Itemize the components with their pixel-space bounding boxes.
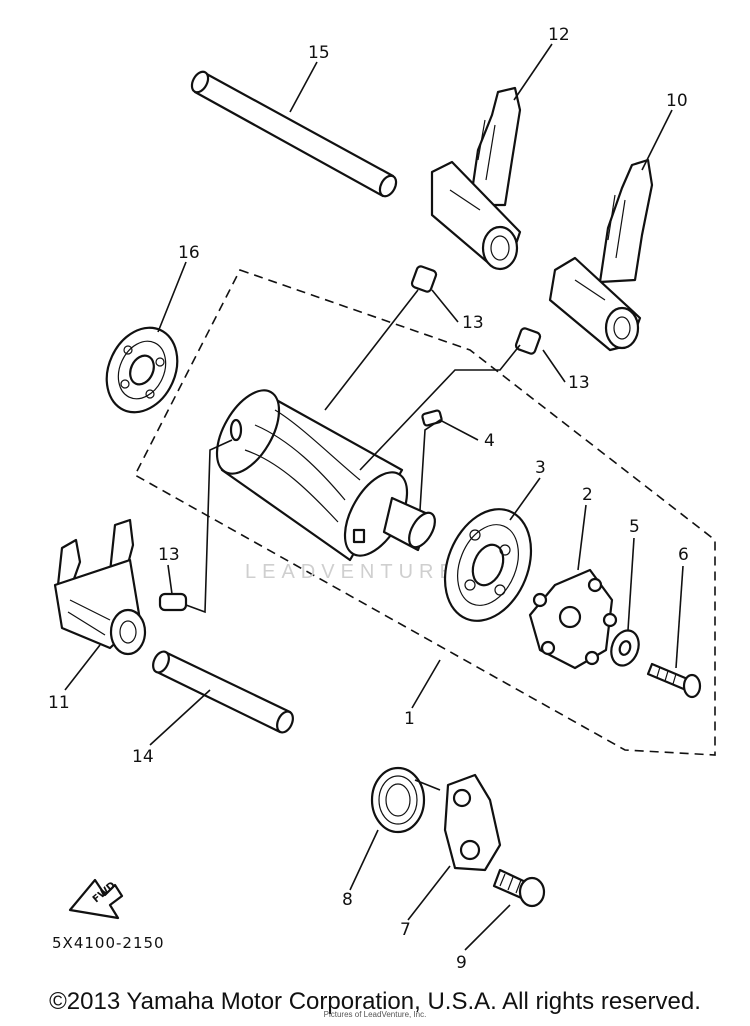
callout-6: 6 [678, 545, 689, 565]
leader-13b [359, 344, 566, 471]
part-15-shaft [190, 70, 398, 198]
part-8-spring [370, 766, 441, 834]
leader-14 [149, 689, 211, 746]
fwd-arrow-icon: FWD [68, 878, 124, 920]
part-5-washer [610, 629, 640, 667]
part-6-screw [646, 662, 702, 699]
callout-11: 11 [48, 693, 70, 713]
callout-4: 4 [484, 431, 495, 451]
part-16-bearing [105, 326, 179, 414]
part-12-shift-fork [430, 86, 522, 271]
leader-2 [577, 504, 587, 571]
callout-5: 5 [629, 517, 640, 537]
part-14-shaft [152, 650, 294, 734]
part-7-stopper-lever [443, 773, 502, 872]
part-2-segment [528, 568, 618, 670]
leader-13a [324, 289, 459, 411]
callout-10: 10 [666, 91, 688, 111]
copyright-subline: Pictures of LeadVenture, Inc. [323, 1010, 427, 1019]
leader-7 [407, 865, 451, 921]
part-3-bearing [443, 508, 533, 622]
leader-11 [64, 644, 101, 691]
part-13-pin-left [158, 592, 188, 612]
callout-13-right: 13 [568, 373, 590, 393]
leader-15 [289, 61, 318, 113]
copyright-notice: ©2013 Yamaha Motor Corporation, U.S.A. A… [49, 988, 701, 1015]
callout-9: 9 [456, 953, 467, 973]
callout-13-left: 13 [158, 545, 180, 565]
leader-6 [675, 565, 684, 669]
watermark-text: LEADVENTURE [245, 561, 459, 583]
callout-15: 15 [308, 43, 330, 63]
callout-7: 7 [400, 920, 411, 940]
callout-12: 12 [548, 25, 570, 45]
leader-4 [419, 419, 479, 511]
part-9-bolt [492, 868, 546, 908]
part-13-pin-top [410, 265, 438, 293]
leader-13c [167, 439, 233, 614]
leader-5 [627, 537, 635, 631]
callout-14: 14 [132, 747, 154, 767]
leader-3 [509, 477, 541, 521]
leader-8 [349, 829, 379, 891]
callout-1: 1 [404, 709, 415, 729]
leader-10 [641, 109, 673, 171]
leader-1 [411, 659, 441, 709]
callout-13-top: 13 [462, 313, 484, 333]
callout-2: 2 [582, 485, 593, 505]
assembly-boundary [133, 269, 716, 756]
part-13-pin-right [514, 327, 542, 355]
callout-16: 16 [178, 243, 200, 263]
leader-12 [513, 43, 553, 101]
leader-16 [157, 261, 187, 333]
callout-8: 8 [342, 890, 353, 910]
part-11-shift-fork [53, 518, 147, 656]
callout-3: 3 [535, 458, 546, 478]
part-code: 5X4100-2150 [52, 934, 165, 952]
leader-9 [464, 904, 511, 951]
part-10-shift-fork [548, 158, 654, 352]
part-4-pin [421, 409, 443, 427]
part-1-shift-cam [215, 389, 436, 562]
